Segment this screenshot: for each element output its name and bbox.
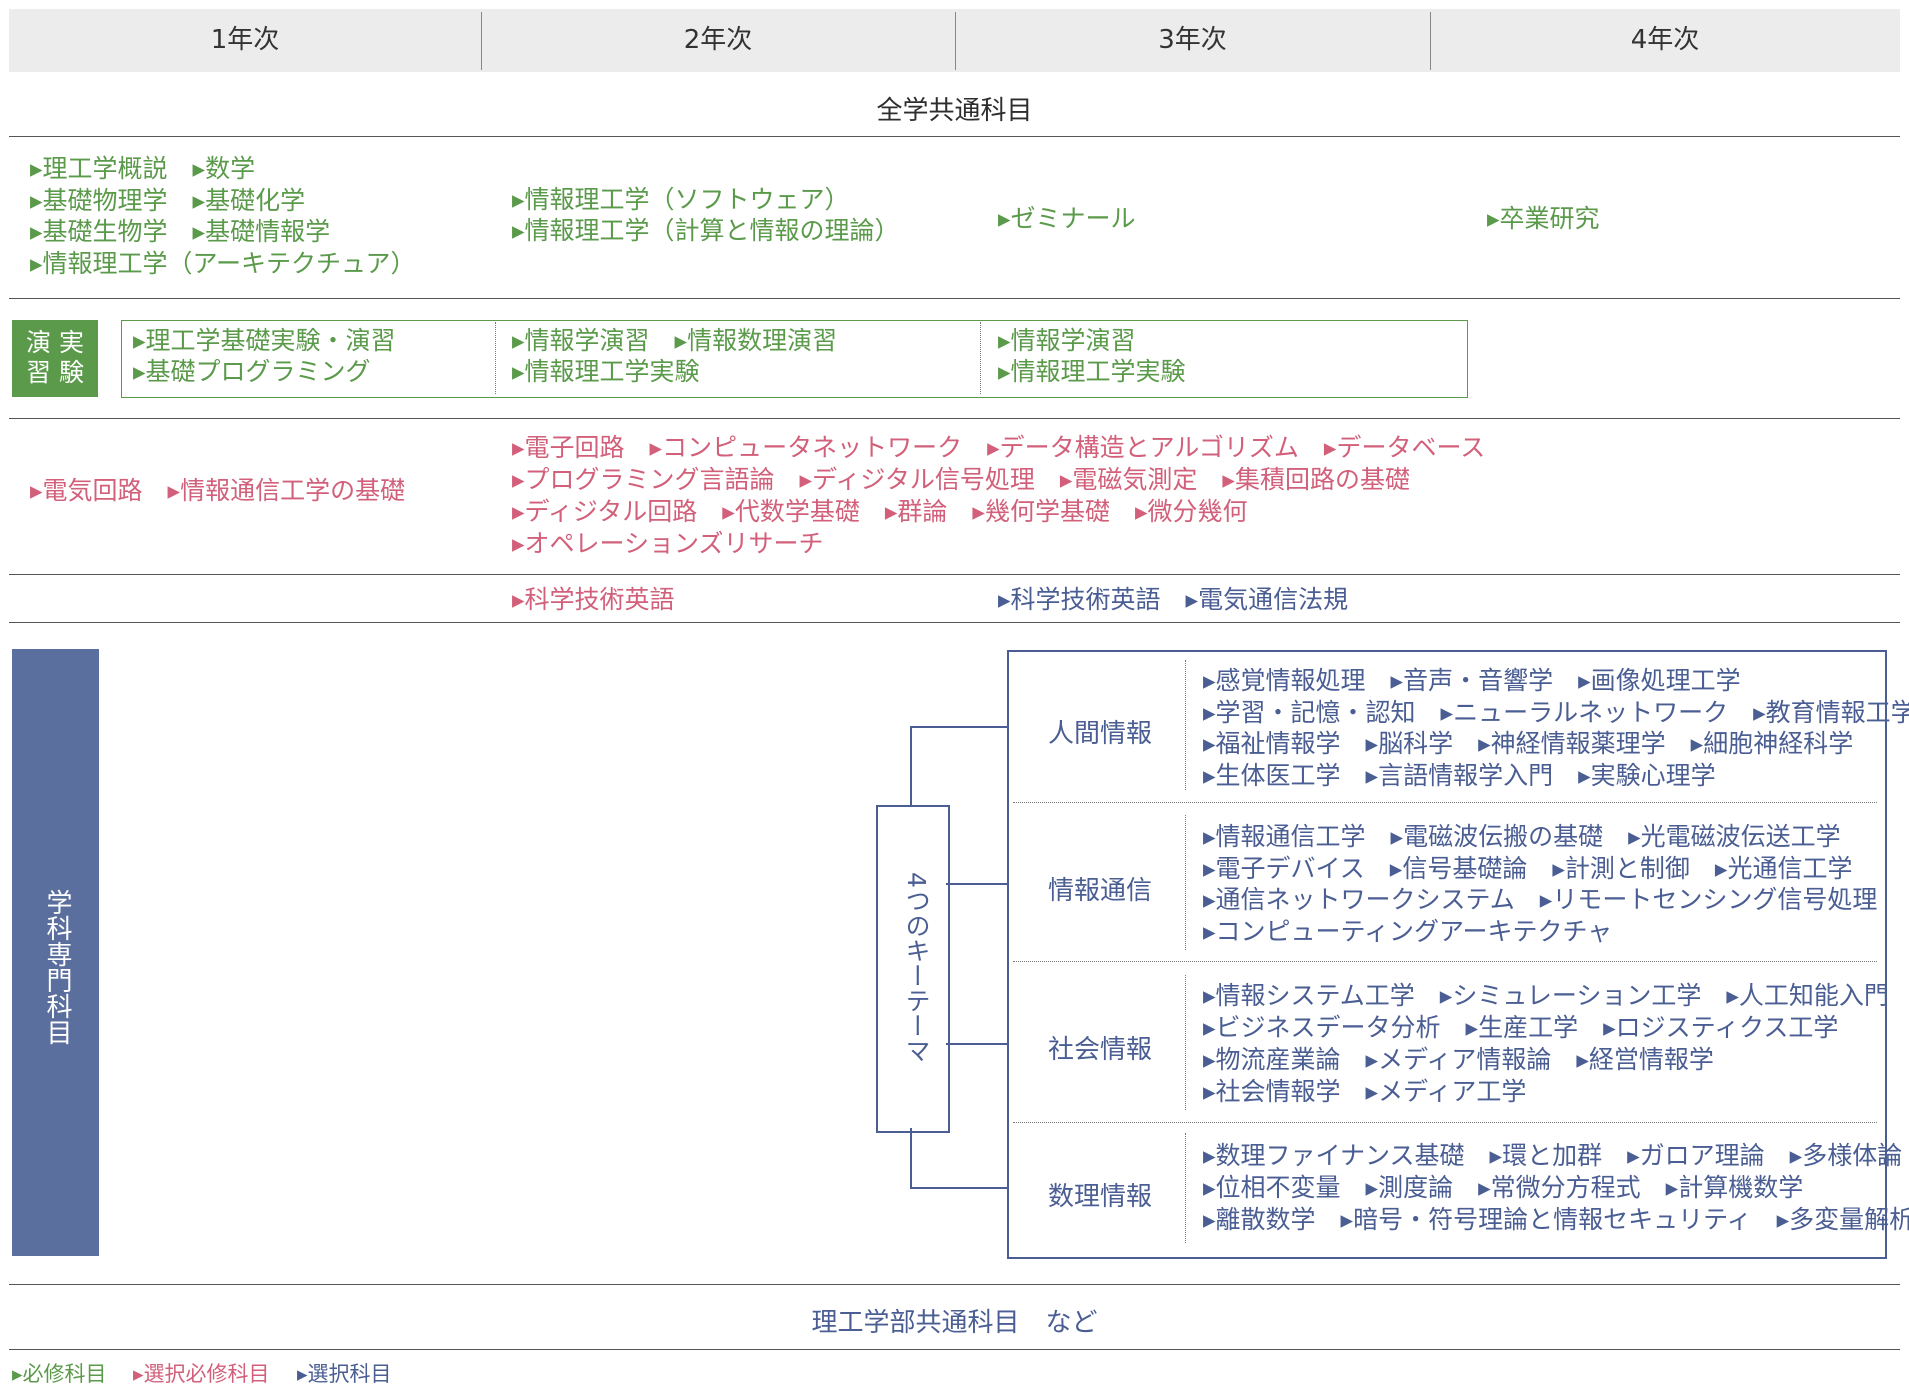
connector (910, 1128, 912, 1188)
theme-divider (1013, 961, 1877, 962)
specialized-label: 学科専門科目 (42, 889, 72, 1045)
lab-label-box: 演 実 習 験 (12, 320, 98, 397)
theme-course-line: ▸離散数学 ▸暗号・符号理論と情報セキュリティ ▸多変量解析 (1203, 1205, 1909, 1234)
required-y1-line: ▸情報理工学（アーキテクチュア） (30, 249, 416, 278)
elective-required-y2-line: ▸ディジタル回路 ▸代数学基礎 ▸群論 ▸幾何学基礎 ▸微分幾何 (512, 497, 1248, 526)
theme-divider (1185, 1133, 1186, 1243)
lab-y1-line: ▸理工学基礎実験・演習 (133, 326, 396, 355)
english-y3-line: ▸科学技術英語 ▸電気通信法規 (998, 585, 1349, 614)
connector (910, 726, 1007, 728)
year-3-label: 3年次 (1158, 25, 1227, 55)
lab-y3-line: ▸情報理工学実験 (998, 357, 1186, 386)
theme-divider (1185, 815, 1186, 950)
lab-box (121, 320, 1468, 398)
theme-divider (1185, 975, 1186, 1110)
theme-course-line: ▸感覚情報処理 ▸音声・音響学 ▸画像処理工学 (1203, 666, 1741, 695)
lab-label-bottom: 習 験 (26, 358, 84, 387)
theme-course-line: ▸コンピューティングアーキテクチャ (1203, 917, 1613, 946)
themes-box (1007, 650, 1887, 1259)
divider (9, 1284, 1900, 1285)
year-2-label: 2年次 (683, 25, 753, 55)
theme-course-line: ▸情報システム工学 ▸シミュレーション工学 ▸人工知能入門 (1203, 981, 1889, 1010)
elective-required-y2-line: ▸オペレーションズリサーチ (512, 529, 824, 558)
divider (9, 622, 1900, 623)
theme-course-line: ▸福祉情報学 ▸脳科学 ▸神経情報薬理学 ▸細胞神経科学 (1203, 729, 1854, 758)
lab-y2-line: ▸情報学演習 ▸情報数理演習 (512, 326, 838, 355)
year-divider (1430, 12, 1431, 70)
theme-divider (1185, 660, 1186, 790)
legend-elective-required: ▸選択必修科目 (133, 1362, 270, 1386)
legend-required: ▸必修科目 (12, 1362, 107, 1386)
required-y2-line: ▸情報理工学（計算と情報の理論） (512, 216, 900, 245)
divider (9, 298, 1900, 299)
year-4-label: 4年次 (1630, 25, 1700, 55)
divider (9, 574, 1900, 575)
theme-course-line: ▸電子デバイス ▸信号基礎論 ▸計測と制御 ▸光通信工学 (1203, 854, 1853, 883)
lab-divider (495, 322, 496, 394)
theme-human-info: 人間情報 (1047, 719, 1152, 749)
theme-social-info: 社会情報 (1047, 1035, 1152, 1065)
elective-required-y1-line: ▸電気回路 ▸情報通信工学の基礎 (30, 476, 406, 505)
general-subjects-title: 全学共通科目 (876, 96, 1033, 126)
theme-course-line: ▸位相不変量 ▸測度論 ▸常微分方程式 ▸計算機数学 (1203, 1173, 1804, 1202)
elective-required-y2-line: ▸電子回路 ▸コンピュータネットワーク ▸データ構造とアルゴリズム ▸データベー… (512, 433, 1486, 462)
divider (9, 136, 1900, 137)
theme-course-line: ▸情報通信工学 ▸電磁波伝搬の基礎 ▸光電磁波伝送工学 (1203, 822, 1841, 851)
required-y1-line: ▸基礎物理学 ▸基礎化学 (30, 186, 306, 215)
connector (910, 726, 912, 806)
required-y4-line: ▸卒業研究 (1487, 204, 1600, 233)
connector (946, 883, 1007, 885)
theme-course-line: ▸生体医工学 ▸言語情報学入門 ▸実験心理学 (1203, 761, 1716, 790)
specialized-label-box: 学科専門科目 (12, 649, 99, 1256)
theme-math-info: 数理情報 (1047, 1182, 1152, 1212)
key-themes-label: 4つのキーテーマ (902, 872, 931, 1063)
year-divider (481, 12, 482, 70)
legend-elective: ▸選択科目 (297, 1362, 392, 1386)
theme-course-line: ▸物流産業論 ▸メディア情報論 ▸経営情報学 (1203, 1045, 1714, 1074)
lab-divider (980, 322, 981, 394)
year-1-label: 1年次 (210, 25, 280, 55)
year-header-bar (9, 9, 1900, 72)
lab-y2-line: ▸情報理工学実験 (512, 357, 700, 386)
connector (910, 1187, 1007, 1189)
key-themes-hub: 4つのキーテーマ (876, 805, 950, 1133)
theme-course-line: ▸学習・記憶・認知 ▸ニューラルネットワーク ▸教育情報工学 (1203, 698, 1909, 727)
divider (9, 418, 1900, 419)
required-y2-line: ▸情報理工学（ソフトウェア） (512, 185, 850, 214)
lab-y1-line: ▸基礎プログラミング (133, 357, 371, 386)
connector (946, 1043, 1007, 1045)
divider (9, 1349, 1900, 1350)
theme-info-comm: 情報通信 (1047, 876, 1152, 906)
year-divider (955, 12, 956, 70)
required-y3-line: ▸ゼミナール (998, 204, 1136, 233)
lab-y3-line: ▸情報学演習 (998, 326, 1136, 355)
faculty-common-subjects: 理工学部共通科目 など (811, 1308, 1098, 1338)
required-y1-line: ▸理工学概説 ▸数学 (30, 154, 256, 183)
theme-divider (1013, 802, 1877, 803)
required-y1-line: ▸基礎生物学 ▸基礎情報学 (30, 217, 331, 246)
theme-course-line: ▸社会情報学 ▸メディア工学 (1203, 1077, 1527, 1106)
theme-divider (1013, 1122, 1877, 1123)
english-y2-line: ▸科学技術英語 (512, 585, 675, 614)
theme-course-line: ▸数理ファイナンス基礎 ▸環と加群 ▸ガロア理論 ▸多様体論 (1203, 1141, 1903, 1170)
theme-course-line: ▸通信ネットワークシステム ▸リモートセンシング信号処理 (1203, 885, 1878, 914)
theme-course-line: ▸ビジネスデータ分析 ▸生産工学 ▸ロジスティクス工学 (1203, 1013, 1839, 1042)
lab-label-top: 演 実 (26, 328, 84, 357)
elective-required-y2-line: ▸プログラミング言語論 ▸ディジタル信号処理 ▸電磁気測定 ▸集積回路の基礎 (512, 465, 1410, 494)
